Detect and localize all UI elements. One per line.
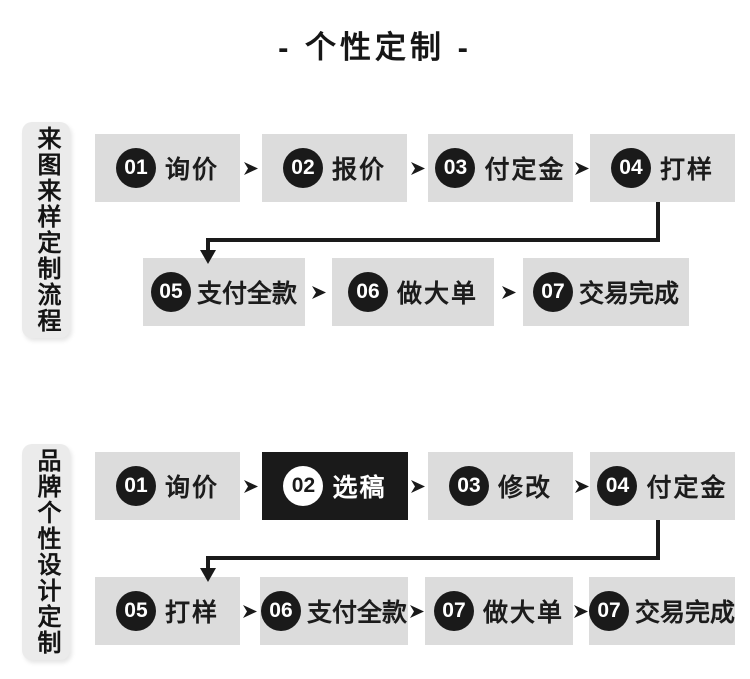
step-label: 打样 — [164, 599, 219, 627]
step-label: 交易完成 — [635, 599, 736, 627]
step-box: 01 询价 — [95, 452, 240, 520]
step-box-highlighted: 02 选稿 — [262, 452, 408, 520]
step-box: 03 修改 — [428, 452, 573, 520]
section-side-label: 来图来样定制流程 — [22, 122, 70, 338]
step-label: 做大单 — [396, 280, 478, 308]
step-box: 04 打样 — [590, 134, 735, 202]
arrow-right-icon — [575, 480, 589, 493]
arrow-right-icon — [411, 162, 425, 175]
step-label: 修改 — [497, 474, 552, 502]
step-label: 打样 — [659, 156, 714, 184]
step-box: 03 付定金 — [428, 134, 573, 202]
step-box: 07 交易完成 — [523, 258, 689, 326]
flow-connector-line — [206, 520, 660, 570]
section-side-label-text: 品牌个性设计定制 — [33, 448, 60, 656]
step-box: 05 打样 — [95, 577, 240, 645]
step-number-badge: 07 — [433, 591, 474, 631]
step-box: 06 支付全款 — [260, 577, 408, 645]
step-label: 报价 — [331, 156, 386, 184]
step-number-badge: 03 — [435, 148, 476, 188]
arrow-right-icon — [410, 605, 424, 618]
step-number-badge: 02 — [282, 148, 323, 188]
arrow-right-icon — [312, 286, 326, 299]
step-label: 付定金 — [646, 474, 728, 502]
step-box: 07 做大单 — [425, 577, 573, 645]
step-label: 交易完成 — [578, 280, 679, 308]
step-label: 询价 — [164, 156, 219, 184]
flow-connector-line — [206, 202, 660, 252]
step-number-badge: 02 — [283, 466, 324, 506]
section-side-label-text: 来图来样定制流程 — [33, 126, 60, 334]
step-box: 06 做大单 — [332, 258, 494, 326]
arrow-right-icon — [243, 605, 257, 618]
step-label: 做大单 — [482, 599, 564, 627]
arrow-right-icon — [574, 605, 588, 618]
arrow-right-icon — [244, 162, 258, 175]
step-number-badge: 03 — [448, 466, 489, 506]
step-box: 01 询价 — [95, 134, 240, 202]
step-number-badge: 05 — [115, 591, 156, 631]
step-number-badge: 06 — [347, 272, 388, 312]
arrow-right-icon — [575, 162, 589, 175]
step-number-badge: 04 — [610, 148, 651, 188]
step-number-badge: 04 — [597, 466, 638, 506]
step-label: 支付全款 — [306, 599, 407, 627]
step-number-badge: 01 — [115, 148, 156, 188]
step-number-badge: 05 — [150, 272, 191, 312]
step-label: 选稿 — [332, 474, 387, 502]
section-side-label: 品牌个性设计定制 — [22, 444, 70, 660]
step-box: 07 交易完成 — [589, 577, 735, 645]
arrow-right-icon — [244, 480, 258, 493]
step-box: 02 报价 — [262, 134, 407, 202]
step-number-badge: 01 — [115, 466, 156, 506]
step-number-badge: 07 — [589, 591, 629, 631]
arrow-right-icon — [502, 286, 516, 299]
step-label: 询价 — [164, 474, 219, 502]
step-label: 支付全款 — [196, 280, 297, 308]
step-box: 05 支付全款 — [143, 258, 305, 326]
page-title: - 个性定制 - — [278, 30, 472, 65]
step-label: 付定金 — [484, 156, 566, 184]
step-box: 04 付定金 — [590, 452, 735, 520]
step-number-badge: 06 — [260, 591, 301, 631]
step-number-badge: 07 — [532, 272, 573, 312]
arrow-right-icon — [411, 480, 425, 493]
